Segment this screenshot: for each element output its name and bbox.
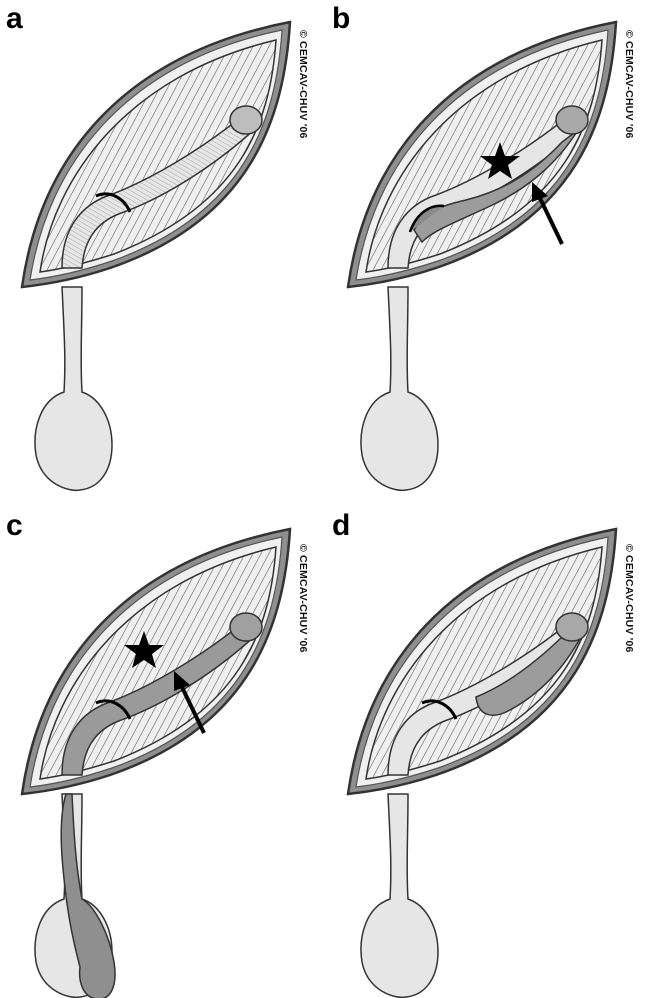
diagram-c: © CEMCAV-CHUV '06 (0, 499, 326, 998)
panel-c: c © CEMCAV-CHUV '06 (0, 499, 326, 998)
diagram-d: © CEMCAV-CHUV '06 (326, 499, 652, 998)
credit-a: © CEMCAV-CHUV '06 (297, 30, 309, 139)
credit-d: © CEMCAV-CHUV '06 (623, 544, 635, 653)
credit-b: © CEMCAV-CHUV '06 (623, 30, 635, 139)
panel-a: a © CEMCAV-CHUV '06 (0, 0, 326, 499)
credit-c: © CEMCAV-CHUV '06 (297, 544, 309, 653)
diagram-b: © CEMCAV-CHUV '06 (326, 0, 652, 499)
panel-d: d © CEMCAV-CHUV '06 (326, 499, 652, 998)
panel-b: b © CEMCAV-CHUV '06 (326, 0, 652, 499)
diagram-a: © CEMCAV-CHUV '06 (0, 0, 326, 499)
